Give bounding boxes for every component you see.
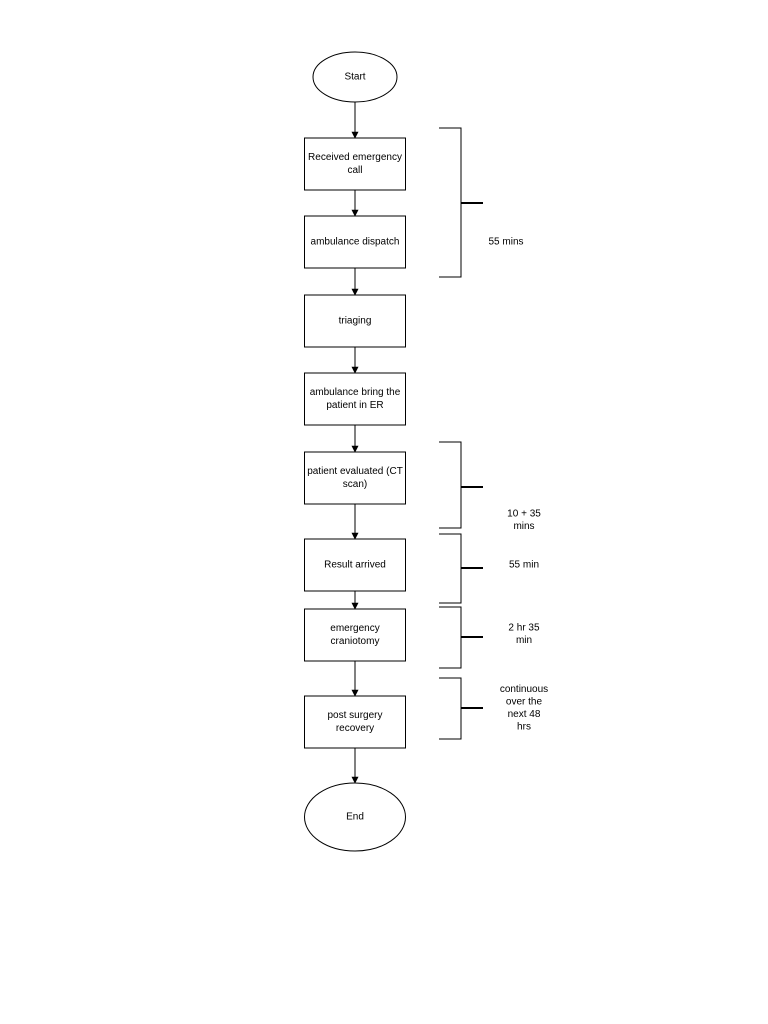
evaluate-process-box: [304, 451, 406, 505]
triage-label-line-1: triaging: [339, 316, 372, 327]
recovery-process-box: [304, 695, 406, 749]
span-result-bracket: [439, 533, 462, 604]
span-craniotomy-bracket: [439, 606, 462, 669]
span-recovery-bracket: [439, 677, 462, 740]
craniotomy-label-line-1: emergency: [330, 623, 379, 634]
recovery-label-line-2: recovery: [336, 723, 374, 734]
evaluate-label-line-1: patient evaluated (CT: [307, 466, 403, 477]
call-label-line-2: call: [347, 165, 362, 176]
span-evaluation-label-line-1: 10 + 35: [507, 508, 541, 519]
step-call: Received emergency call: [304, 137, 406, 191]
span-evaluation: 10 + 35 mins: [439, 441, 541, 532]
end-label-line-1: End: [346, 812, 364, 823]
span-call-dispatch-bracket: [439, 127, 462, 278]
span-recovery-label-line-1: continuous: [500, 684, 548, 695]
craniotomy-process-box: [304, 608, 406, 662]
triage-process-box: [304, 294, 406, 348]
craniotomy-label-line-2: craniotomy: [331, 636, 380, 647]
start-label-line-1: Start: [344, 72, 365, 83]
recovery-label-line-1: post surgery: [327, 710, 382, 721]
end-terminal-shape: [304, 782, 406, 852]
dispatch-label-line-1: ambulance dispatch: [311, 237, 400, 248]
span-craniotomy-label-line-2: min: [516, 635, 532, 646]
bring-process-box: [304, 372, 406, 426]
bring-label-line-1: ambulance bring the: [310, 387, 401, 398]
time-span-braces: 55 mins 10 + 35 mins 55 min 2 hr 35 min contin…: [439, 127, 548, 740]
span-call-dispatch-label-line-1: 55 mins: [488, 237, 523, 248]
step-end: End: [304, 782, 406, 852]
call-label-line-1: Received emergency: [308, 152, 402, 163]
step-triage: triaging: [304, 294, 406, 348]
step-dispatch: ambulance dispatch: [304, 215, 406, 269]
span-recovery-label-line-4: hrs: [517, 721, 531, 732]
span-call-dispatch: 55 mins: [439, 127, 524, 278]
span-evaluation-label-line-2: mins: [513, 521, 534, 532]
result-label-line-1: Result arrived: [324, 560, 386, 571]
result-process-box: [304, 538, 406, 592]
span-recovery-label-line-3: next 48: [508, 709, 541, 720]
step-result: Result arrived: [304, 538, 406, 592]
span-recovery-label-line-2: over the: [506, 696, 543, 707]
span-result: 55 min: [439, 533, 539, 604]
bring-label-line-2: patient in ER: [326, 400, 383, 411]
span-result-label-line-1: 55 min: [509, 560, 539, 571]
evaluate-label-line-2: scan): [343, 479, 367, 490]
span-craniotomy: 2 hr 35 min: [439, 606, 540, 669]
start-terminal-shape: [312, 51, 398, 103]
span-craniotomy-label-line-1: 2 hr 35: [508, 622, 540, 633]
step-craniotomy: emergency craniotomy: [304, 608, 406, 662]
step-bring: ambulance bring the patient in ER: [304, 372, 406, 426]
dispatch-process-box: [304, 215, 406, 269]
step-start: Start: [312, 51, 398, 103]
span-evaluation-bracket: [439, 441, 462, 529]
step-evaluate: patient evaluated (CT scan): [304, 451, 406, 505]
call-process-box: [304, 137, 406, 191]
step-recovery: post surgery recovery: [304, 695, 406, 749]
